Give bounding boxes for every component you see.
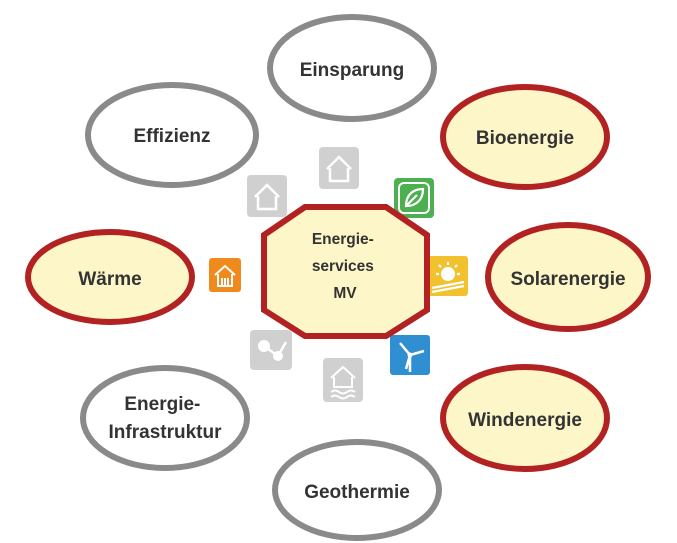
node-windenergie-label: Windenergie	[468, 410, 582, 431]
node-effizienz: Effizienz	[85, 82, 259, 188]
node-energie-infrastruktur-label: Energie- Infrastruktur	[109, 394, 223, 443]
efficiency-house-icon	[247, 175, 287, 217]
geothermal-house-icon	[323, 358, 363, 402]
node-bioenergie-label: Bioenergie	[476, 128, 574, 149]
node-geothermie: Geothermie	[272, 439, 442, 541]
node-energie-infrastruktur: Energie- Infrastruktur	[80, 365, 250, 471]
leaf-icon	[394, 178, 434, 218]
node-windenergie: Windenergie	[440, 364, 610, 472]
node-einsparung: Einsparung	[267, 14, 437, 122]
node-einsparung-label: Einsparung	[300, 60, 405, 81]
node-waerme-label: Wärme	[78, 269, 141, 290]
center-label: Energie- services MV	[312, 231, 378, 302]
node-effizienz-label: Effizienz	[133, 126, 210, 147]
node-solarenergie: Solarenergie	[485, 222, 651, 332]
node-solarenergie-ellipse	[485, 222, 651, 332]
network-icon	[250, 330, 292, 370]
wind-turbine-icon	[390, 335, 430, 375]
house-icon	[319, 147, 359, 189]
sun-panel-icon	[428, 256, 468, 296]
node-bioenergie: Bioenergie	[440, 84, 610, 190]
node-effizienz-ellipse	[85, 82, 259, 188]
node-geothermie-ellipse	[272, 439, 442, 541]
node-einsparung-ellipse	[267, 14, 437, 122]
heat-house-icon	[209, 258, 241, 292]
node-geothermie-label: Geothermie	[304, 482, 410, 503]
node-energie-infrastruktur-ellipse	[80, 365, 250, 471]
node-waerme-ellipse	[25, 229, 195, 325]
center-node: Energie- services MV	[261, 204, 430, 339]
node-waerme: Wärme	[25, 229, 195, 325]
node-solarenergie-label: Solarenergie	[510, 269, 625, 290]
center-hexagon	[261, 204, 430, 339]
node-bioenergie-ellipse	[440, 84, 610, 190]
node-windenergie-ellipse	[440, 364, 610, 472]
